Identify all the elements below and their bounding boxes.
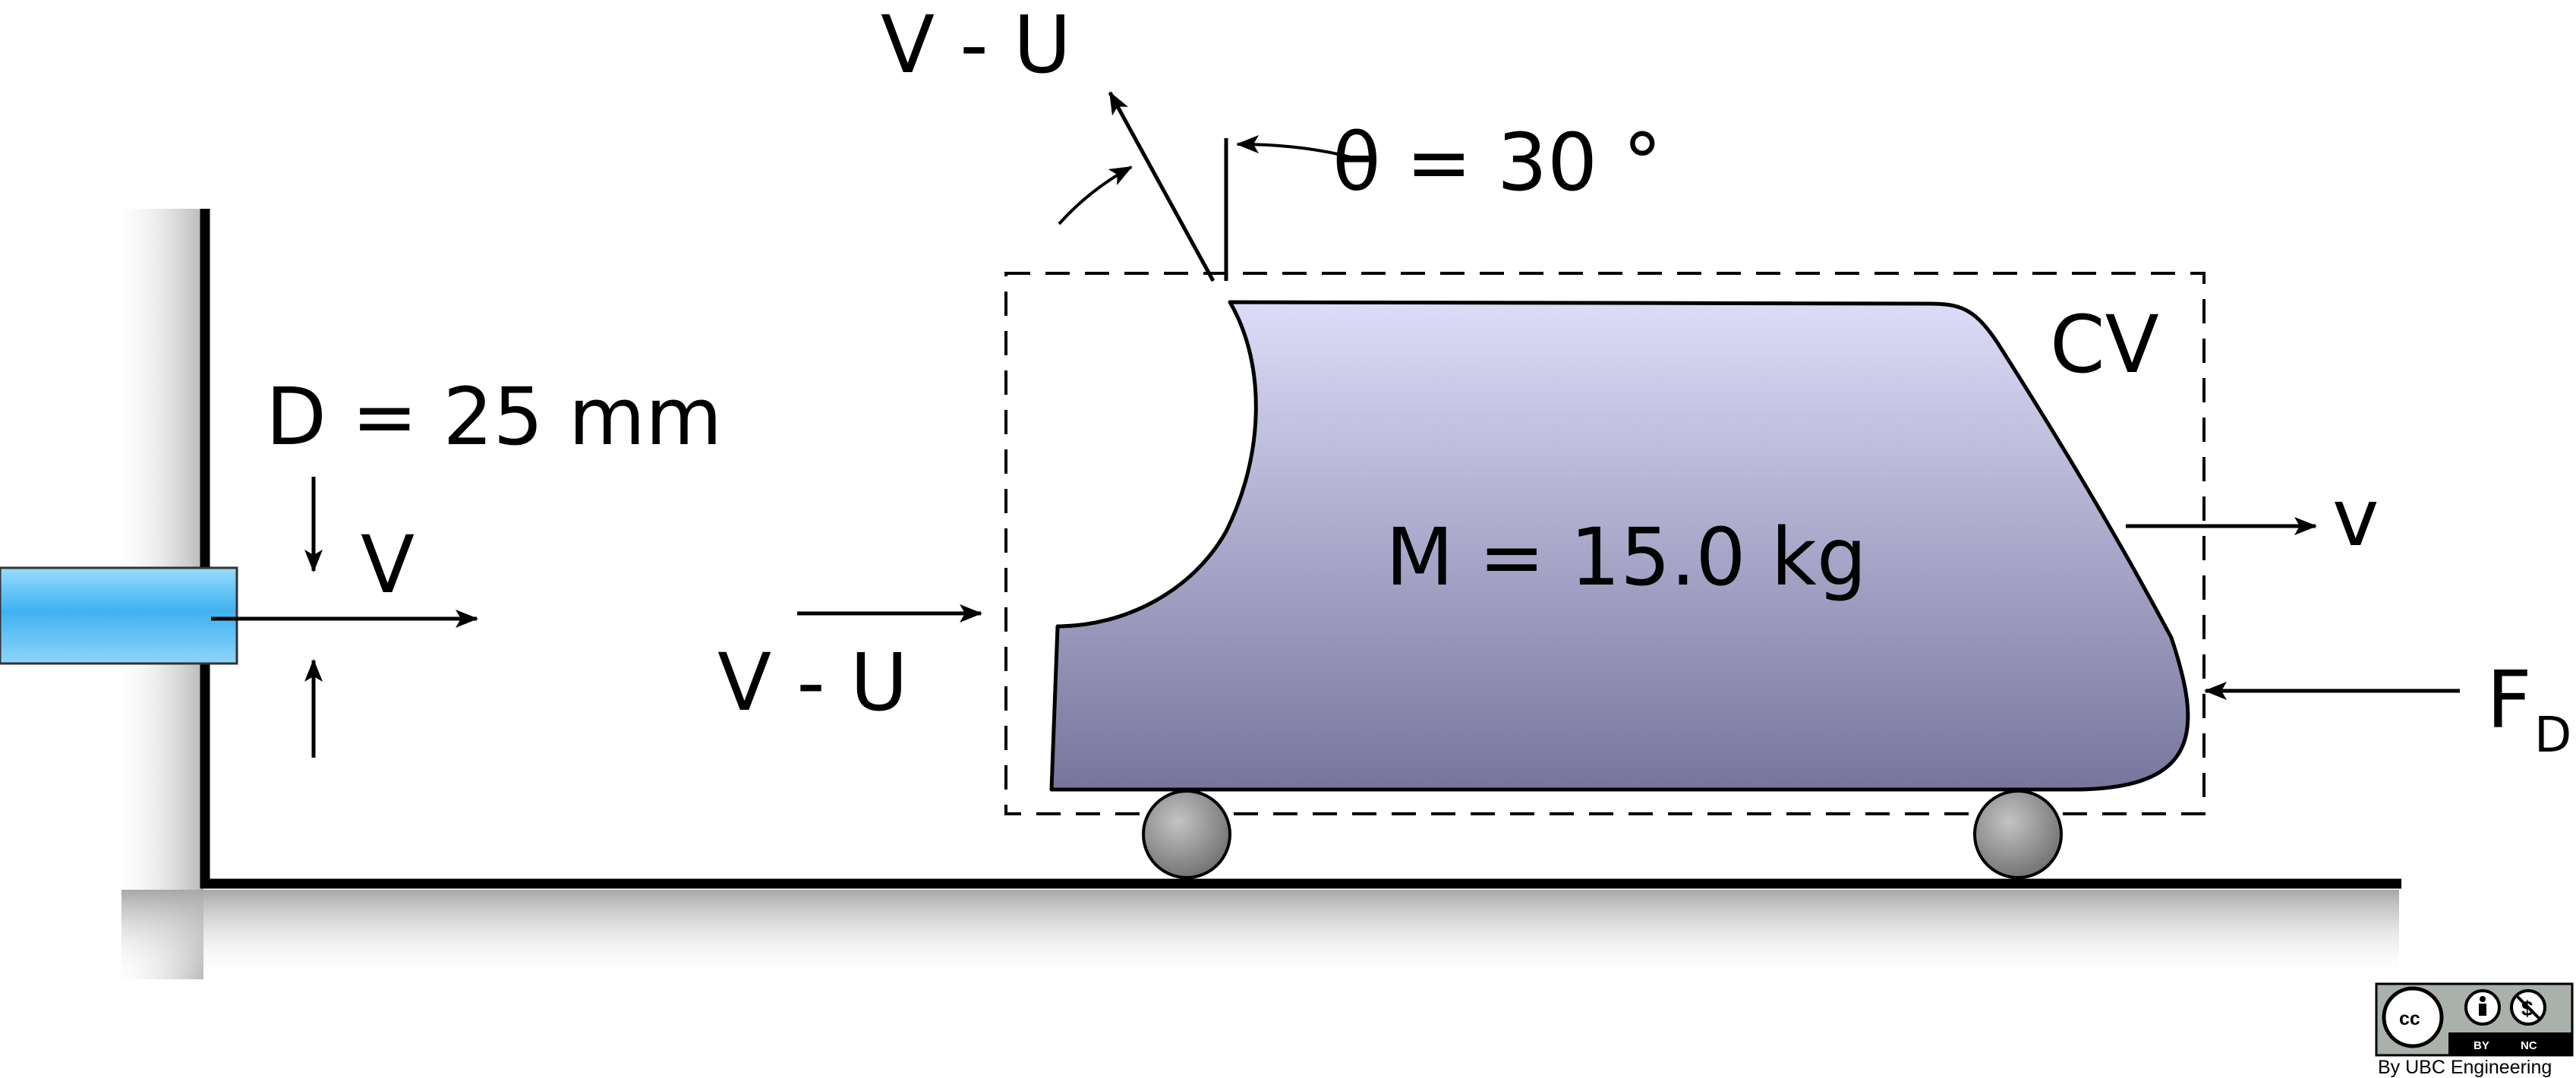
jet-velocity-label: V — [361, 519, 415, 611]
cart-velocity-label: v — [2332, 471, 2379, 564]
cart-body — [1049, 300, 2190, 792]
control-volume-box — [1004, 272, 2206, 815]
by-icon-body — [2479, 1004, 2486, 1016]
by-text: BY — [2474, 1039, 2489, 1052]
deflection-curve-arrow — [1058, 165, 1133, 225]
diameter-label: D = 25 mm — [266, 370, 722, 463]
nc-text: NC — [2521, 1039, 2537, 1052]
top-velocity-label: V - U — [881, 0, 1071, 91]
cc-icon — [2382, 986, 2444, 1048]
cc-badge-bar — [2448, 1032, 2572, 1055]
wheel-left — [1142, 790, 1231, 879]
inlet-velocity-label: V - U — [717, 636, 908, 729]
wheel-right — [1973, 790, 2063, 879]
control-volume-label: CV — [2050, 298, 2159, 391]
cc-icon-text: cc — [2399, 1008, 2420, 1029]
cc-license-badge: cc $ BY NC By UBC Engineering — [2375, 982, 2574, 1078]
water-jet — [0, 566, 238, 665]
drag-force-label: F — [2486, 654, 2532, 746]
license-caption: By UBC Engineering — [2378, 1057, 2552, 1078]
by-icon-head — [2480, 996, 2486, 1002]
theta-curve-arrow — [1236, 135, 1360, 161]
nc-icon-slash — [2515, 994, 2542, 1021]
floor-shadow — [121, 890, 2399, 981]
deflected-jet-arrow — [1108, 91, 1215, 282]
mass-label: M = 15.0 kg — [1386, 511, 1867, 604]
drag-force-subscript: D — [2534, 708, 2571, 764]
theta-label: θ = 30 ° — [1332, 116, 1662, 209]
